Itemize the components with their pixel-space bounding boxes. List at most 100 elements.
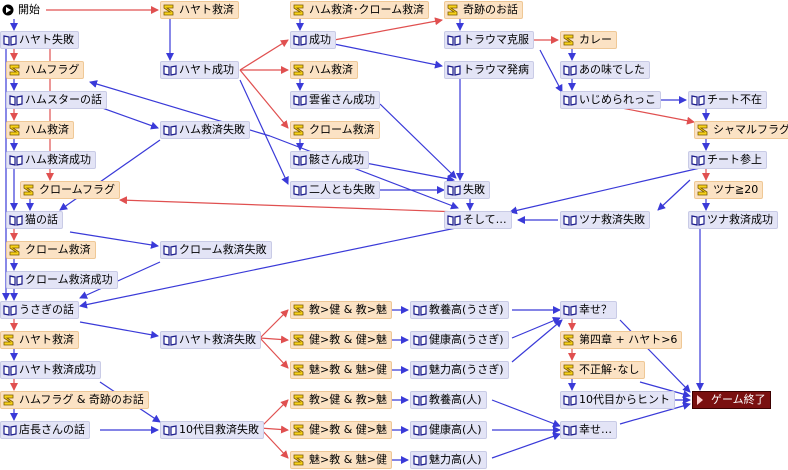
- scene-node[interactable]: いじめられっこ: [560, 91, 661, 109]
- scene-node[interactable]: クローム救済失敗: [160, 241, 272, 259]
- scene-node[interactable]: トラウマ発病: [444, 61, 534, 79]
- node-label: 奇跡のお話: [463, 3, 518, 16]
- edge: [619, 402, 691, 425]
- book-icon: [293, 154, 307, 166]
- node-label: ハムフラグ & 奇跡のお話: [19, 393, 144, 406]
- branch-node[interactable]: 第四章 + ハヤト>6: [560, 331, 683, 349]
- book-icon: [9, 274, 23, 286]
- scene-node[interactable]: ハム救済失敗: [160, 121, 250, 139]
- node-label: 猫の話: [25, 213, 58, 226]
- scene-node[interactable]: トラウマ克服: [444, 31, 534, 49]
- scene-node[interactable]: うさぎの話: [0, 301, 79, 319]
- branch-node[interactable]: 奇跡のお話: [444, 1, 523, 19]
- book-icon: [9, 94, 23, 106]
- book-icon: [3, 304, 17, 316]
- node-label: 健康高(うさぎ): [429, 333, 504, 346]
- scene-node[interactable]: 成功: [290, 31, 336, 49]
- scene-node[interactable]: ハヤト失敗: [0, 31, 79, 49]
- node-label: ハヤト救済失敗: [179, 333, 256, 346]
- node-label: ゲーム終了: [711, 393, 766, 406]
- branch-node[interactable]: クローム救済: [290, 121, 380, 139]
- branch-node[interactable]: ハヤト救済: [160, 1, 239, 19]
- node-label: 健>教 & 健>魅: [309, 333, 388, 346]
- scene-node[interactable]: 失敗: [444, 181, 490, 199]
- book-icon: [691, 154, 705, 166]
- node-label: ツナ≧20: [713, 183, 759, 196]
- scene-node[interactable]: ツナ救済成功: [688, 211, 778, 229]
- scene-node[interactable]: ハム救済成功: [6, 151, 96, 169]
- node-label: ハヤト救済成功: [19, 363, 96, 376]
- node-label: ハム救済: [309, 63, 353, 76]
- branch-node[interactable]: 教>健 & 教>魅: [290, 301, 393, 319]
- scene-node[interactable]: ハヤト救済成功: [0, 361, 101, 379]
- scene-node[interactable]: ツナ救済失敗: [560, 211, 650, 229]
- scene-node[interactable]: 魅力高(うさぎ): [410, 361, 509, 379]
- scene-node[interactable]: そして…: [444, 211, 512, 229]
- branch-node[interactable]: クロームフラグ: [20, 181, 121, 199]
- scene-node[interactable]: 10代目からヒント: [560, 391, 675, 409]
- branch-node[interactable]: ツナ≧20: [694, 181, 764, 199]
- branch-node[interactable]: ハムフラグ & 奇跡のお話: [0, 391, 149, 409]
- edge: [259, 427, 289, 459]
- edge: [259, 309, 289, 339]
- edge: [259, 425, 289, 434]
- branch-node[interactable]: ハヤト救済: [0, 331, 79, 349]
- branch-node[interactable]: 健>教 & 健>魅: [290, 331, 393, 349]
- branch-node[interactable]: ハム救済: [6, 121, 74, 139]
- scene-node[interactable]: 教養高(人): [410, 391, 487, 409]
- scene-node[interactable]: 健康高(人): [410, 421, 487, 439]
- branch-node[interactable]: クローム救済: [6, 241, 96, 259]
- branch-node[interactable]: ハム救済: [290, 61, 358, 79]
- scene-node[interactable]: あの味でした: [560, 61, 650, 79]
- book-icon: [447, 184, 461, 196]
- branch-icon: [3, 394, 17, 406]
- branch-node[interactable]: 不正解･なし: [560, 361, 645, 379]
- branch-icon: [293, 424, 307, 436]
- node-label: 教>健 & 教>魅: [309, 393, 388, 406]
- scene-node[interactable]: ハヤト成功: [160, 61, 239, 79]
- branch-node[interactable]: 魅>教 & 魅>健: [290, 361, 393, 379]
- scene-node[interactable]: チート不在: [688, 91, 767, 109]
- game-over-node[interactable]: ゲーム終了: [692, 391, 771, 409]
- scene-node[interactable]: クローム救済成功: [6, 271, 118, 289]
- scene-node[interactable]: 猫の話: [6, 211, 63, 229]
- scene-node[interactable]: チート参上: [688, 151, 767, 169]
- branch-node[interactable]: 健>教 & 健>魅: [290, 421, 393, 439]
- node-label: ハヤト成功: [179, 63, 234, 76]
- scene-node[interactable]: 10代目救済失敗: [160, 421, 264, 439]
- scene-node[interactable]: 幸せ？: [560, 301, 617, 319]
- node-label: ハム救済: [25, 123, 69, 136]
- node-label: ハム救済成功: [25, 153, 91, 166]
- book-icon: [9, 214, 23, 226]
- start-node[interactable]: 開始: [0, 1, 44, 19]
- book-icon: [163, 64, 177, 76]
- scene-node[interactable]: ハヤト救済失敗: [160, 331, 261, 349]
- scene-node[interactable]: 雲雀さん成功: [290, 91, 380, 109]
- branch-node[interactable]: カレー: [560, 31, 617, 49]
- branch-node[interactable]: ハム救済･クローム救済: [290, 1, 430, 19]
- branch-icon: [563, 34, 577, 46]
- branch-node[interactable]: シャマルフラグ: [694, 121, 788, 139]
- scene-node[interactable]: 骸さん成功: [290, 151, 369, 169]
- branch-node[interactable]: 教>健 & 教>魅: [290, 391, 393, 409]
- branch-icon: [293, 4, 307, 16]
- scene-node[interactable]: ハムスターの話: [6, 91, 107, 109]
- node-label: カレー: [579, 33, 612, 46]
- scene-node[interactable]: 健康高(うさぎ): [410, 331, 509, 349]
- edge: [259, 399, 289, 429]
- branch-icon: [9, 64, 23, 76]
- node-label: 成功: [309, 33, 331, 46]
- scene-node[interactable]: 教養高(うさぎ): [410, 301, 509, 319]
- branch-icon: [293, 394, 307, 406]
- scene-node[interactable]: 店長さんの話: [0, 421, 90, 439]
- book-icon: [413, 304, 427, 316]
- scene-node[interactable]: 二人とも失敗: [290, 181, 380, 199]
- node-label: 店長さんの話: [19, 423, 85, 436]
- book-icon: [3, 424, 17, 436]
- book-icon: [563, 424, 577, 436]
- branch-node[interactable]: ハムフラグ: [6, 61, 85, 79]
- branch-node[interactable]: 魅>教 & 魅>健: [290, 451, 393, 469]
- scene-node[interactable]: 幸せ…: [560, 421, 617, 439]
- scene-node[interactable]: 魅力高(人): [410, 451, 487, 469]
- branch-icon: [163, 4, 177, 16]
